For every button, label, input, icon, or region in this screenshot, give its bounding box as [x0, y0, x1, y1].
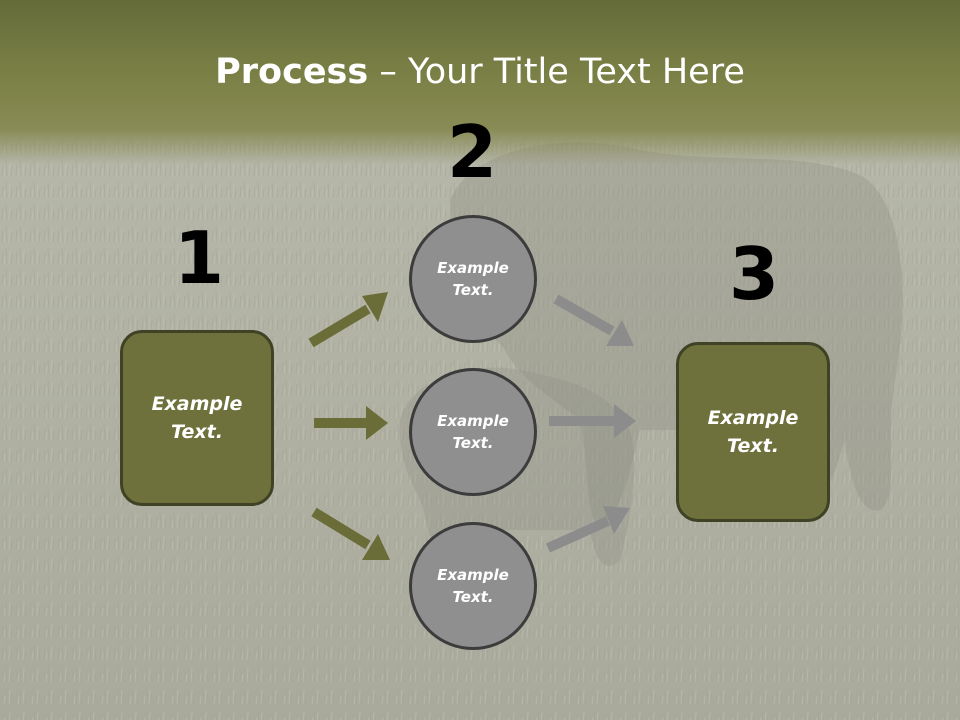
step3-box: Example Text. — [676, 342, 830, 522]
circle-label: Example Text. — [437, 258, 509, 300]
step1-box: Example Text. — [120, 330, 274, 506]
step-number-3: 3 — [728, 232, 780, 316]
step3-box-label: Example Text. — [707, 406, 799, 458]
step-number-1: 1 — [173, 216, 225, 300]
title-bold-word: Process — [215, 52, 369, 92]
arrow-box1-to-circle2 — [314, 406, 388, 440]
circle-label: Example Text. — [437, 411, 509, 453]
step2-circle-1: Example Text. — [409, 215, 537, 343]
circle-label: Example Text. — [437, 565, 509, 607]
header-band — [0, 0, 960, 165]
step2-circle-2: Example Text. — [409, 368, 537, 496]
arrow-circle1-to-box3 — [553, 294, 634, 346]
arrow-circle2-to-box3 — [549, 404, 636, 438]
arrow-box1-to-circle3 — [311, 507, 390, 560]
arrow-box1-to-circle1 — [308, 292, 388, 348]
slide-title: Process – Your Title Text Here — [0, 52, 960, 92]
step-number-2: 2 — [446, 110, 498, 194]
step1-box-label: Example Text. — [151, 392, 243, 444]
title-rest: – Your Title Text Here — [368, 52, 745, 92]
arrow-circle3-to-box3 — [545, 506, 630, 553]
step2-circle-3: Example Text. — [409, 522, 537, 650]
